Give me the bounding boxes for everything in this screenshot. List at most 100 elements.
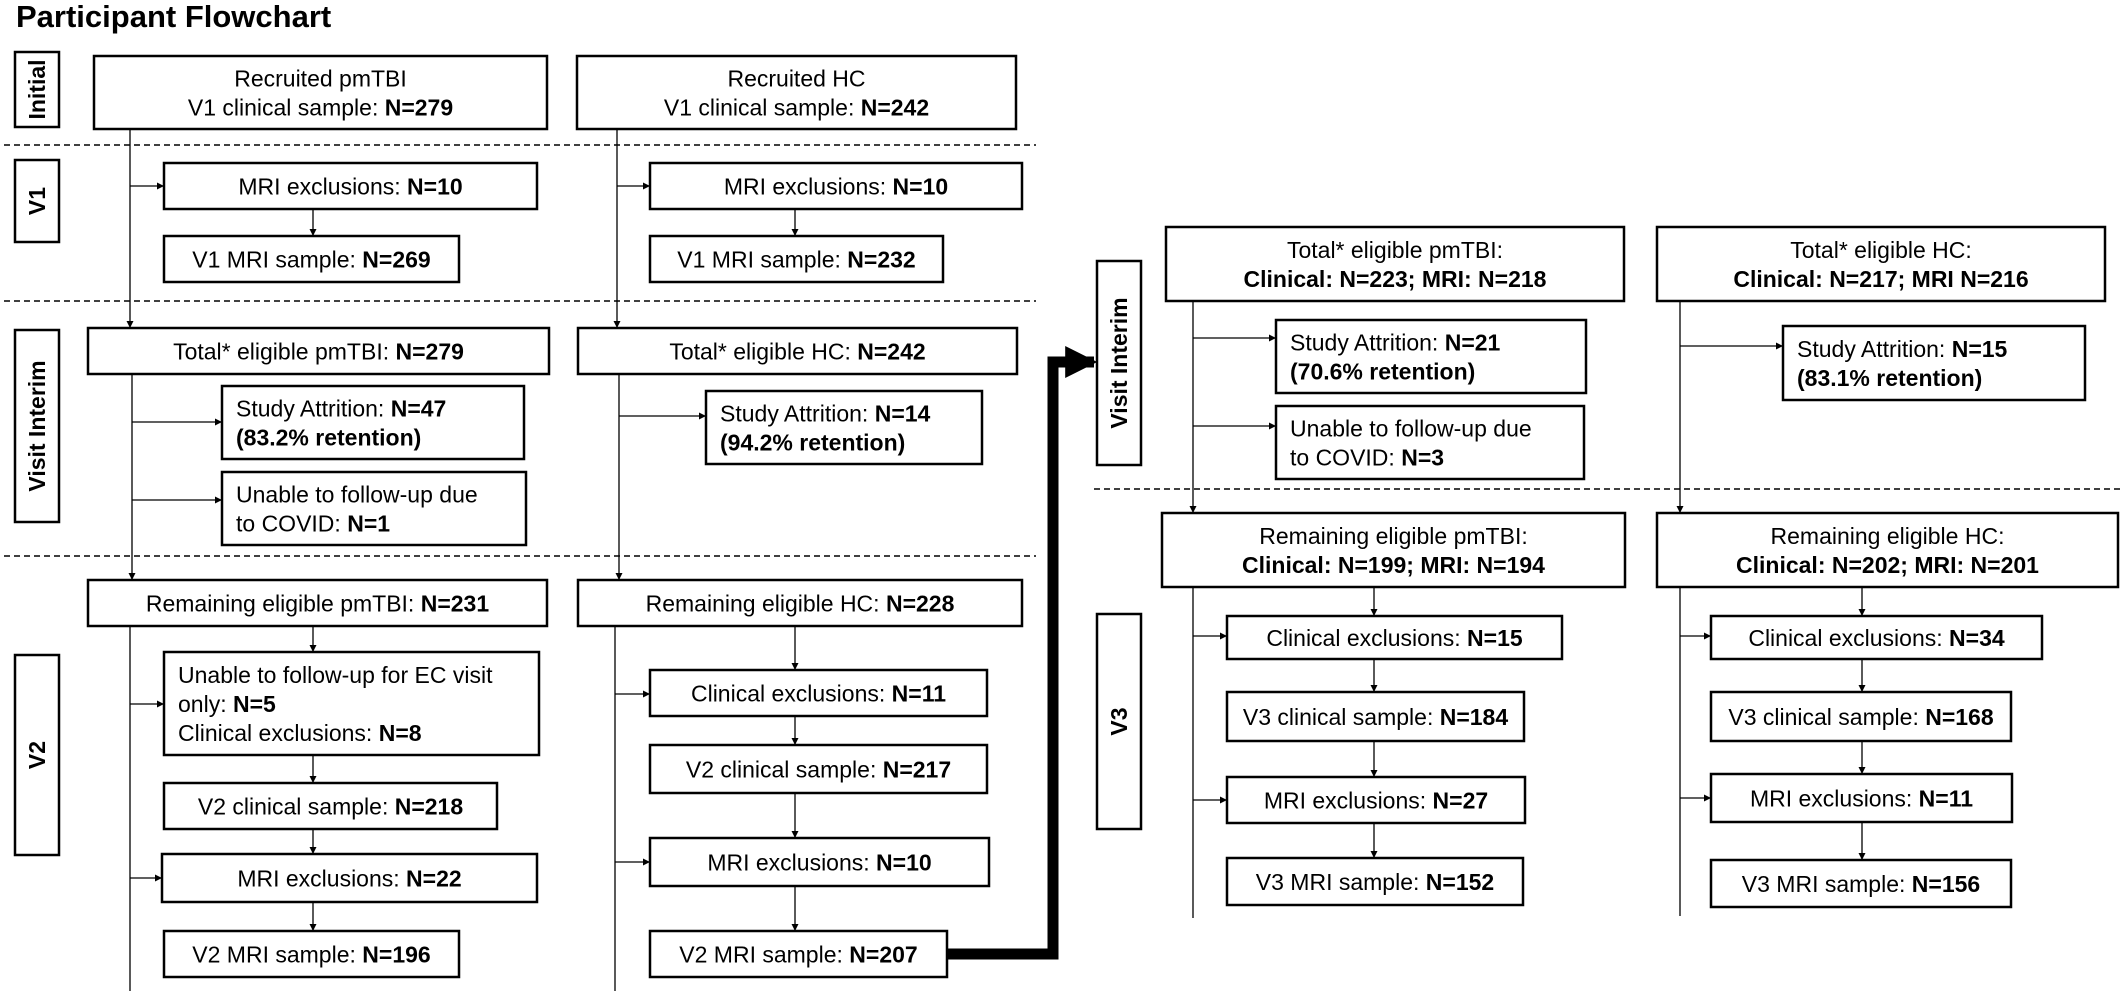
node-attr-pm: Study Attrition: N=47 (83.2% retention) [220, 384, 526, 461]
count-value: N=231 [421, 590, 490, 616]
node-box [1274, 404, 1586, 481]
count-value: N=152 [1426, 869, 1494, 895]
node-box [1225, 775, 1527, 825]
node-text-line: Clinical exclusions: N=15 [1266, 625, 1523, 651]
node-box [1225, 614, 1564, 661]
count-value: Clinical: N=199; MRI: N=194 [1242, 552, 1545, 578]
count-value: (83.2% retention) [236, 424, 421, 450]
node-text-line: Remaining eligible HC: [1771, 523, 2005, 549]
count-value: (83.1% retention) [1797, 365, 1982, 391]
node-box [648, 929, 949, 979]
node-ec-pm: Unable to follow-up for EC visit only: N=… [162, 650, 541, 757]
count-value: N=8 [379, 720, 422, 746]
count-value: N=184 [1440, 704, 1509, 730]
count-value: (70.6% retention) [1290, 358, 1475, 384]
node-text-line: (70.6% retention) [1290, 358, 1475, 384]
node-box [648, 161, 1024, 211]
node-v2mriex-hc: MRI exclusions: N=10 [648, 836, 991, 888]
node-text-line: Total* eligible pmTBI: N=279 [173, 338, 464, 364]
count-value: N=10 [407, 173, 463, 199]
label-text: V3 clinical sample: [1728, 704, 1925, 730]
node-r-attr-pm: Study Attrition: N=21(70.6% retention) [1274, 318, 1588, 395]
node-v3mriex-pm: MRI exclusions: N=27 [1225, 775, 1527, 825]
node-text-line: V2 MRI sample: N=207 [679, 941, 917, 967]
node-v3mri-hc: V3 MRI sample: N=156 [1709, 858, 2013, 909]
node-box [1655, 511, 2120, 589]
node-text-line: MRI exclusions: N=11 [1750, 785, 1973, 811]
node-v3clinex-pm: Clinical exclusions: N=15 [1225, 614, 1564, 661]
node-box [86, 326, 551, 376]
continuation-arrow [947, 346, 1098, 960]
node-rem-hc: Remaining eligible HC: N=228 [576, 578, 1024, 628]
node-text-line: (83.2% retention) [236, 424, 421, 450]
node-text-line: MRI exclusions: N=27 [1264, 787, 1488, 813]
node-v2mri-hc: V2 MRI sample: N=207 [648, 929, 949, 979]
node-rem-pm: Remaining eligible pmTBI: N=231 [86, 578, 549, 628]
node-box [1655, 225, 2107, 303]
node-box [220, 470, 528, 547]
node-text-line: Remaining eligible pmTBI: [1259, 523, 1527, 549]
label-text: Unable to follow-up due [236, 481, 478, 507]
node-text-line: V2 clinical sample: N=217 [686, 756, 951, 782]
phase-label-visit-interim-right: Visit Interim [1095, 259, 1143, 467]
node-text-line: Clinical exclusions: N=34 [1748, 625, 2005, 651]
node-box [704, 389, 984, 466]
node-box [162, 929, 461, 979]
node-v1-mri-ex-hc: MRI exclusions: N=10 [648, 161, 1024, 211]
label-text: only: [178, 691, 233, 717]
label-text: MRI exclusions: [724, 173, 893, 199]
node-text-line: Unable to follow-up for EC visit [178, 662, 493, 688]
label-text: V1 MRI sample: [677, 246, 847, 272]
label-text: V2 clinical sample: [198, 793, 395, 819]
node-text-line: V3 MRI sample: N=156 [1742, 871, 1980, 897]
node-text-line: Total* eligible HC: N=242 [669, 338, 925, 364]
node-v1-mri-hc: V1 MRI sample: N=232 [648, 234, 945, 284]
node-text-line: MRI exclusions: N=10 [724, 173, 948, 199]
node-box [1709, 614, 2044, 661]
count-value: N=279 [396, 338, 464, 364]
label-text: Remaining eligible HC: [1771, 523, 2005, 549]
label-text: Total* eligible pmTBI: [1287, 237, 1503, 263]
node-r-attr-hc: Study Attrition: N=15 (83.1% retention) [1781, 324, 2087, 402]
phase-box [13, 158, 61, 244]
label-text: Remaining eligible pmTBI: [146, 590, 421, 616]
node-box [162, 234, 461, 284]
label-text: Total* eligible HC: [669, 338, 857, 364]
count-value: N=34 [1949, 625, 2005, 651]
node-text-line: to COVID: N=1 [236, 510, 390, 536]
node-box [86, 578, 549, 628]
label-text: Unable to follow-up for EC visit [178, 662, 493, 688]
node-box [575, 54, 1018, 131]
node-box [1225, 856, 1525, 907]
node-box [648, 234, 945, 284]
node-text-line: MRI exclusions: N=10 [238, 173, 462, 199]
node-box [162, 161, 539, 211]
node-r-tot-hc: Total* eligible HC:Clinical: N=217; MRI … [1655, 225, 2107, 303]
label-text: V3 clinical sample: [1243, 704, 1440, 730]
count-value: N=5 [233, 691, 276, 717]
node-v3mri-pm: V3 MRI sample: N=152 [1225, 856, 1525, 907]
label-text: V1 clinical sample: [664, 94, 861, 120]
count-value: N=232 [847, 246, 915, 272]
count-value: N=269 [362, 246, 430, 272]
phase-label-v2: V2 [13, 653, 61, 857]
label-text: Study Attrition: [720, 400, 875, 426]
phase-dividers [4, 144, 2124, 557]
count-value: N=11 [892, 680, 947, 706]
label-text: Recruited pmTBI [234, 65, 407, 91]
node-text-line: Clinical: N=202; MRI: N=201 [1736, 552, 2039, 578]
node-text-line: (94.2% retention) [720, 429, 905, 455]
node-covid-pm: Unable to follow-up due to COVID: N=1 [220, 470, 528, 547]
count-value: N=196 [362, 941, 430, 967]
node-text-line: Study Attrition: N=47 [236, 395, 446, 421]
node-text-line: Study Attrition: N=15 [1797, 336, 2008, 362]
node-text-line: Clinical exclusions: N=11 [691, 680, 946, 706]
count-value: N=3 [1401, 444, 1444, 470]
phase-box [1095, 612, 1143, 831]
count-value: Clinical: N=217; MRI N=216 [1733, 266, 2028, 292]
node-text-line: MRI exclusions: N=10 [707, 849, 931, 875]
label-text: V1 clinical sample: [188, 94, 385, 120]
node-box [1709, 858, 2013, 909]
label-text: Recruited HC [727, 65, 865, 91]
node-box [1164, 225, 1626, 303]
